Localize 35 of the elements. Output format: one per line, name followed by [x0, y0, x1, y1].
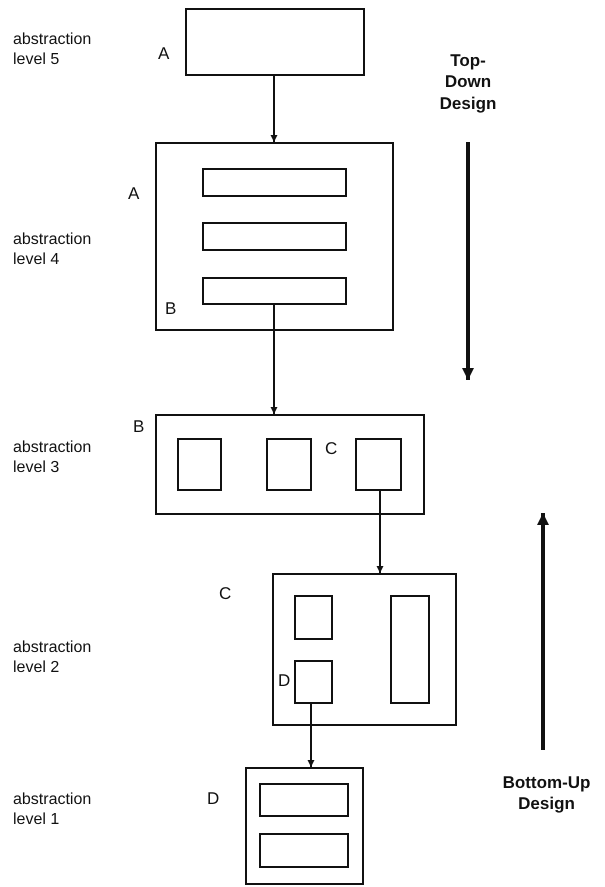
level-label: abstraction level 4	[13, 230, 92, 270]
outline-box	[202, 168, 347, 197]
outline-box	[294, 595, 333, 640]
letter-label: D	[207, 788, 220, 810]
letter-label: B	[133, 416, 146, 438]
outline-box	[177, 438, 222, 491]
outline-box	[259, 833, 349, 868]
module-box	[155, 414, 425, 515]
outline-box	[390, 595, 430, 704]
letter-label: A	[128, 183, 140, 204]
module-box	[155, 142, 394, 331]
level-label: abstraction level 2	[13, 638, 92, 678]
outline-box	[355, 438, 402, 491]
outline-box	[202, 277, 347, 305]
direction-label: Top-Down Design	[438, 50, 498, 114]
direction-label: Bottom-Up Design	[502, 772, 592, 814]
outline-box	[266, 438, 312, 491]
outline-box	[259, 783, 349, 817]
arrow	[308, 704, 314, 767]
module-box	[272, 573, 457, 726]
letter-label: A	[158, 43, 170, 64]
outline-box	[185, 8, 365, 76]
level-label: abstraction level 1	[13, 790, 92, 830]
arrow	[376, 491, 384, 573]
letter-label: B	[165, 298, 178, 320]
module-box	[245, 767, 364, 885]
arrow	[270, 76, 278, 142]
letter-label: D	[278, 670, 292, 692]
level-label: abstraction level 3	[13, 438, 92, 478]
letter-label: C	[219, 583, 232, 604]
arrow	[270, 305, 278, 414]
letter-label: C	[325, 438, 338, 460]
outline-box	[202, 222, 347, 251]
level-label: abstraction level 5	[13, 30, 92, 70]
outline-box	[294, 660, 333, 704]
